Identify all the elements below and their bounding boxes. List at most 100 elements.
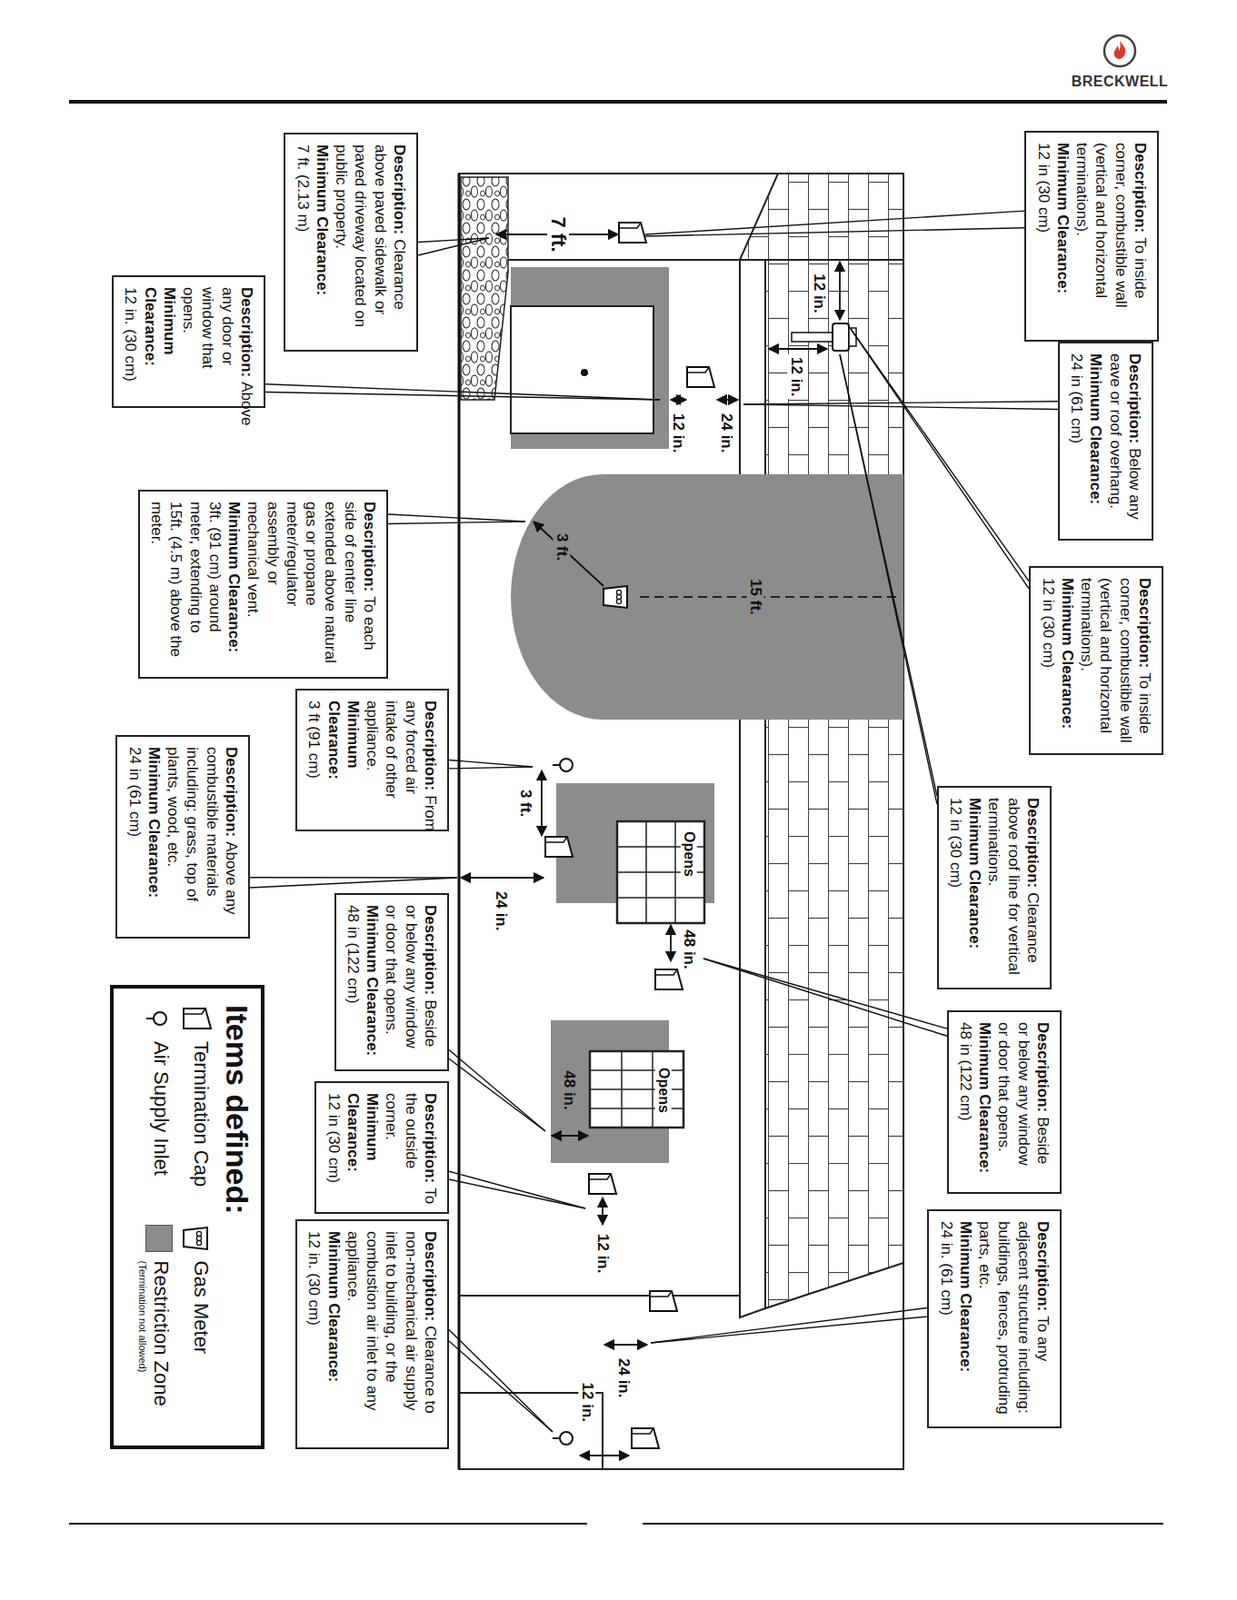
leader-line (839, 354, 938, 805)
termination-cap (618, 222, 647, 243)
description-heading: Description: (1126, 353, 1144, 444)
leader-line (850, 329, 1029, 589)
termination-cap (631, 1428, 659, 1449)
description: Description:Clearance above paved sidewa… (331, 144, 410, 340)
clearance-value: 12 in (30 cm) (946, 798, 966, 978)
dimension-line (838, 261, 841, 320)
logo-ring (1104, 35, 1136, 67)
legend-item: Termination Cap (181, 1005, 213, 1211)
rock-bed (460, 177, 509, 400)
description: Description:From any forced air intake o… (362, 700, 440, 820)
window (589, 1051, 684, 1128)
description-heading: Description: (238, 287, 256, 378)
roof-vent-cap (832, 323, 849, 351)
legend-item: Restriction Zone(Termination not allowed… (137, 1225, 172, 1431)
clearance-value: 24 in. (61 cm) (937, 1221, 957, 1417)
leader-line (645, 210, 1025, 235)
callout-box: Description:Beside or below any window o… (334, 893, 449, 1072)
dimension-line (551, 1135, 589, 1138)
window-grid (617, 821, 705, 924)
dimension-label: 7 ft. (547, 213, 569, 255)
leader-line (645, 228, 1025, 237)
callout-box: Description:Clearance to non-mechanical … (295, 1219, 449, 1450)
window (617, 821, 705, 924)
callout-box: Description:Clearance above paved sidewa… (284, 132, 419, 352)
clearance-heading: Minimum Clearance: (1057, 578, 1078, 744)
description: Description:Clearance above roof line fo… (984, 798, 1043, 978)
clearance-heading: Minimum Clearance: (956, 1221, 976, 1417)
description-heading: Description: (421, 700, 439, 791)
dimension-label: 12 in. (669, 410, 688, 456)
dimension-label: 3 ft. (517, 787, 535, 820)
dimension-label: 48 in. (680, 927, 699, 972)
clearance-value: 24 in (61 cm) (1067, 353, 1087, 529)
callout-box: Description:Clearance above roof line fo… (937, 786, 1052, 990)
dimension-line (768, 348, 828, 350)
clearance-heading: Minimum Clearance: (324, 700, 364, 820)
callout-box: Description:To inside corner, combustibl… (1029, 566, 1165, 756)
leader-line (850, 329, 1029, 582)
legend-text: Air Supply Inlet (148, 1041, 172, 1177)
clearance-heading: Minimum Clearance: (140, 287, 180, 397)
leader-line (448, 767, 533, 769)
meter-restriction-zone (510, 474, 904, 720)
clearance-value: 48 in (122 cm) (343, 905, 363, 1060)
dimension-label: 12 in. (788, 354, 806, 400)
description-heading: Description: (421, 905, 439, 996)
meter-center-line (634, 596, 897, 599)
dimension-line (669, 925, 672, 962)
description-heading: Description: (1034, 1221, 1052, 1312)
termination-cap-icon (181, 1005, 213, 1033)
description-heading: Description: (390, 144, 409, 235)
legend-text-col: Termination Cap (188, 1041, 212, 1188)
callout-box: Description:Beside or below any window o… (947, 1010, 1062, 1195)
header-rule (69, 99, 1168, 104)
legend-icon-shape (183, 1008, 211, 1029)
legend-swatch (145, 1225, 173, 1253)
rotated-diagram: Description:To inside corner, combustibl… (96, 127, 1169, 1473)
legend-title: Items defined: (219, 1005, 254, 1430)
footer-rule (642, 1523, 1164, 1526)
dimension-lines (460, 234, 840, 1457)
main-roof (765, 259, 904, 1309)
air-supply-inlet (552, 758, 573, 772)
callout-box: Description:Above any combustible materi… (116, 735, 251, 939)
clearance-heading: Minimum Clearance: (965, 798, 985, 978)
clearance-value: 24 in (61 cm) (125, 747, 145, 928)
house-wall (458, 259, 740, 1297)
clearance-value: 48 in (122 cm) (956, 1022, 976, 1183)
logo-flame (1114, 40, 1126, 60)
dimension-label: 24 in. (615, 1356, 633, 1401)
window-grid (589, 1051, 684, 1128)
clearance-heading: Minimum Clearance: (224, 501, 244, 668)
description-heading: Description: (222, 747, 240, 838)
legend-text-col: Gas Meter (188, 1261, 212, 1356)
clearance-value: 12 in (30 cm) (1038, 578, 1058, 744)
clearance-heading: Minimum Clearance: (343, 1093, 383, 1203)
dimension-line (460, 877, 544, 879)
leader-line (743, 404, 1058, 410)
clearance-heading: Minimum Clearance: (1086, 353, 1106, 529)
legend-note: (Termination not allowed) (137, 1261, 149, 1407)
clearance-heading: Minimum Clearance: (1053, 142, 1073, 330)
door (510, 306, 654, 434)
leader-line (703, 958, 948, 1029)
leader-line (448, 1341, 553, 1433)
legend-text: Restriction Zone (148, 1261, 172, 1407)
description-text: To each side of center line extended abo… (245, 501, 380, 664)
ground-line (458, 173, 461, 1470)
radius-line (533, 521, 604, 587)
clearance-value: 3ft. (91 cm) around meter, extending to … (147, 501, 225, 668)
clearance-value: 12 in. (30 cm) (304, 1231, 324, 1438)
dimension-label: 24 in. (492, 888, 510, 934)
dimension-label: 15 ft. (747, 576, 765, 619)
termination-cap (655, 969, 683, 990)
legend-item: Air Supply Inlet (137, 1005, 172, 1211)
termination-cap (687, 367, 715, 388)
clearance-heading: Minimum Clearance: (144, 747, 164, 928)
clearance-heading: Minimum Clearance: (312, 144, 332, 340)
leader-line (448, 1179, 586, 1209)
dimension-label: Opens (655, 1065, 672, 1117)
leader-line (448, 1171, 586, 1209)
